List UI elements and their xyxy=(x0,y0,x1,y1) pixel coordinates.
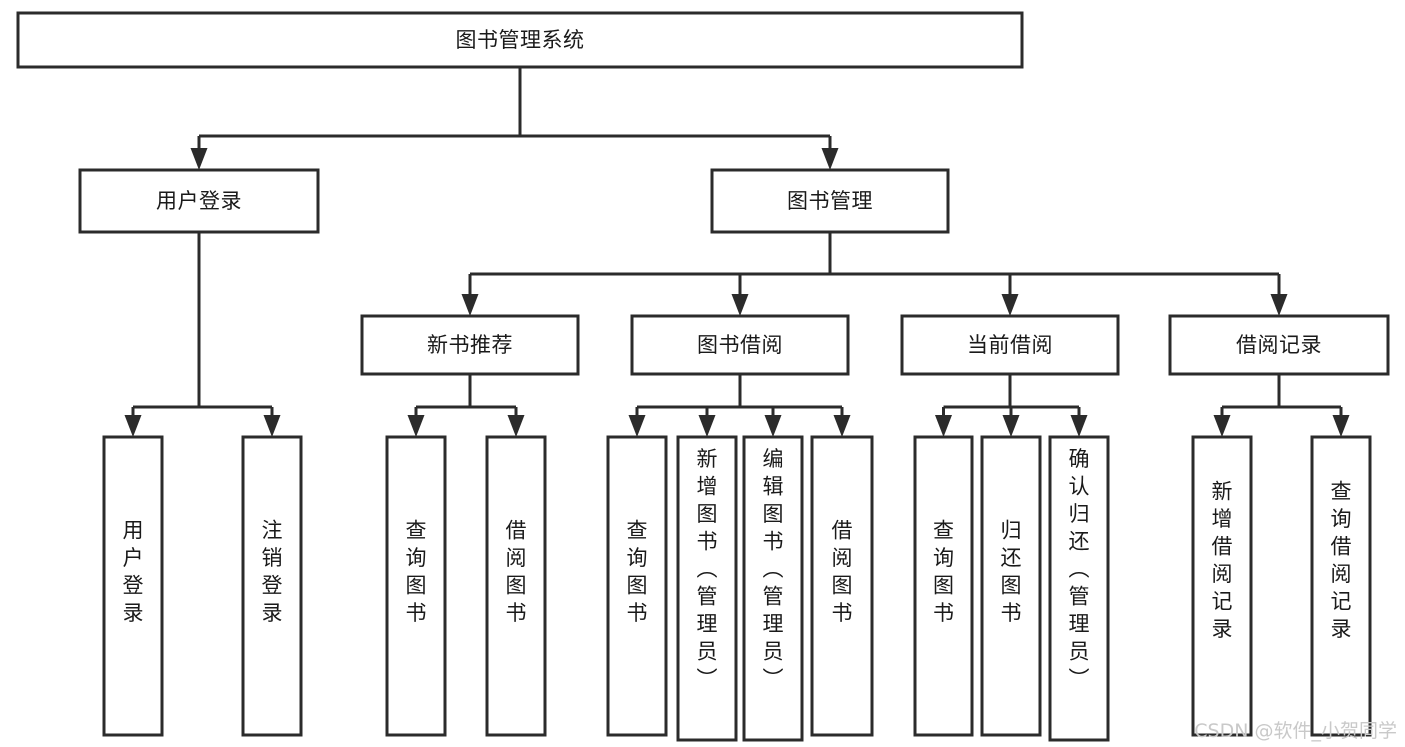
arrow-head-icon xyxy=(821,148,839,170)
node-label: 编辑图书︵管理员︶ xyxy=(763,447,784,691)
node-box xyxy=(385,435,447,737)
node-label: 借阅图书 xyxy=(506,518,527,625)
arrow-head-icon xyxy=(1002,415,1020,437)
node-leaf-user-login[interactable]: 用户登录 xyxy=(102,435,164,737)
arrow-head-icon xyxy=(263,415,281,437)
node-box xyxy=(1310,435,1372,737)
connector-group xyxy=(1213,374,1350,437)
node-current-borrow[interactable]: 当前借阅 xyxy=(900,314,1120,376)
node-leaf-edit-book-admin[interactable]: 编辑图书︵管理员︶ xyxy=(742,435,804,742)
node-label: 借阅图书 xyxy=(832,518,853,625)
node-box xyxy=(710,168,950,234)
node-root[interactable]: 图书管理系统 xyxy=(16,11,1024,69)
connector-group xyxy=(935,374,1088,437)
node-leaf-add-borrow-record[interactable]: 新增借阅记录 xyxy=(1191,435,1253,737)
node-leaf-borrow-book[interactable]: 借阅图书 xyxy=(810,435,874,737)
node-new-book-recommend[interactable]: 新书推荐 xyxy=(360,314,580,376)
node-label: 用户登录 xyxy=(156,189,242,213)
arrow-head-icon xyxy=(935,415,952,437)
connector-group xyxy=(124,232,281,437)
arrow-head-icon xyxy=(1001,294,1019,316)
node-label: 查询图书 xyxy=(933,518,954,625)
connector-group xyxy=(461,232,1288,316)
arrow-head-icon xyxy=(698,415,716,437)
node-label: 新增借阅记录 xyxy=(1212,480,1233,641)
connector-group xyxy=(628,374,851,437)
arrow-head-icon xyxy=(1070,415,1088,437)
node-box xyxy=(360,314,580,376)
node-box xyxy=(913,435,974,737)
node-borrow-record[interactable]: 借阅记录 xyxy=(1168,314,1390,376)
arrow-head-icon xyxy=(407,415,425,437)
node-label: 图书管理 xyxy=(787,189,873,213)
node-box xyxy=(810,435,874,737)
node-leaf-confirm-return-admin[interactable]: 确认归还︵管理员︶ xyxy=(1048,435,1110,742)
arrow-head-icon xyxy=(1213,415,1231,437)
arrow-head-icon xyxy=(124,415,142,437)
node-label: 图书借阅 xyxy=(697,333,783,357)
node-user-login[interactable]: 用户登录 xyxy=(78,168,320,234)
node-book-borrow[interactable]: 图书借阅 xyxy=(630,314,850,376)
node-box xyxy=(78,168,320,234)
node-label: 借阅记录 xyxy=(1236,333,1322,357)
arrow-head-icon xyxy=(764,415,782,437)
node-label: 查询图书 xyxy=(627,518,648,625)
node-box xyxy=(16,11,1024,69)
connector-group xyxy=(190,67,839,170)
arrow-head-icon xyxy=(190,148,208,170)
arrow-head-icon xyxy=(628,415,646,437)
node-leaf-logout[interactable]: 注销登录 xyxy=(241,435,303,737)
node-leaf-query-borrow-record[interactable]: 查询借阅记录 xyxy=(1310,435,1372,737)
node-label: 新增图书︵管理员︶ xyxy=(697,447,718,691)
node-label: 用户登录 xyxy=(123,518,144,625)
node-book-manage[interactable]: 图书管理 xyxy=(710,168,950,234)
arrow-head-icon xyxy=(1332,415,1350,437)
node-box xyxy=(485,435,547,737)
node-box xyxy=(742,435,804,742)
connector-layer xyxy=(124,67,1350,437)
node-box xyxy=(1048,435,1110,742)
node-label: 查询图书 xyxy=(406,518,427,625)
node-label: 当前借阅 xyxy=(967,333,1053,357)
node-leaf-query-book-rec[interactable]: 查询图书 xyxy=(385,435,447,737)
node-box xyxy=(900,314,1120,376)
node-box xyxy=(606,435,668,737)
arrow-head-icon xyxy=(1270,294,1288,316)
arrow-head-icon xyxy=(461,294,479,316)
node-leaf-add-book-admin[interactable]: 新增图书︵管理员︶ xyxy=(676,435,738,742)
node-leaf-query-book-borrow[interactable]: 查询图书 xyxy=(606,435,668,737)
node-layer: 图书管理系统用户登录图书管理新书推荐图书借阅当前借阅借阅记录用户登录注销登录查询… xyxy=(16,11,1390,742)
node-leaf-return-book[interactable]: 归还图书 xyxy=(980,435,1042,737)
node-label: 图书管理系统 xyxy=(456,28,585,52)
node-box xyxy=(1168,314,1390,376)
node-box xyxy=(980,435,1042,737)
node-label: 查询借阅记录 xyxy=(1331,480,1352,641)
node-label: 新书推荐 xyxy=(427,333,513,357)
arrow-head-icon xyxy=(833,415,851,437)
node-label: 注销登录 xyxy=(262,518,283,625)
node-label: 归还图书 xyxy=(1001,518,1022,625)
node-leaf-query-book-current[interactable]: 查询图书 xyxy=(913,435,974,737)
node-box xyxy=(676,435,738,742)
node-box xyxy=(630,314,850,376)
connector-group xyxy=(407,374,525,437)
arrow-head-icon xyxy=(731,294,749,316)
node-box xyxy=(102,435,164,737)
node-box xyxy=(241,435,303,737)
arrow-head-icon xyxy=(507,415,525,437)
node-box xyxy=(1191,435,1253,737)
node-leaf-borrow-book-rec[interactable]: 借阅图书 xyxy=(485,435,547,737)
node-label: 确认归还︵管理员︶ xyxy=(1069,447,1090,691)
